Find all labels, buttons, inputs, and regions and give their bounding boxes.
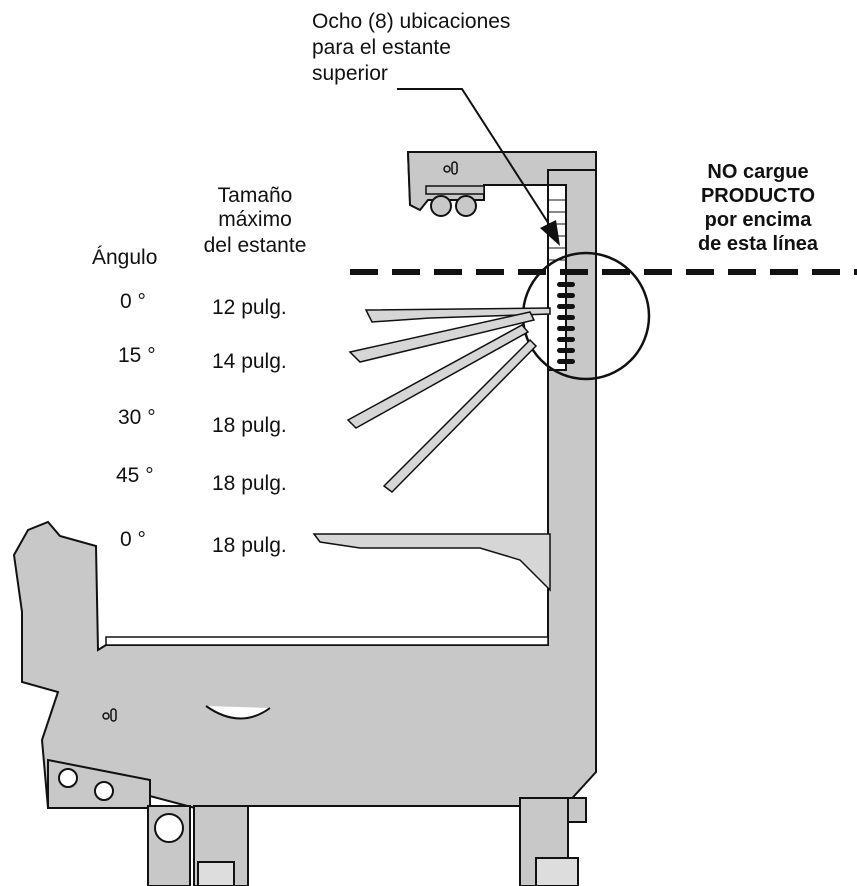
base-legs xyxy=(147,797,587,886)
fastener-marks xyxy=(102,161,458,722)
row-angle: 0 ° xyxy=(120,528,146,551)
size-header-line-2: máximo xyxy=(218,208,292,231)
callout-line-2: para el estante xyxy=(312,36,451,59)
case-floor xyxy=(105,636,549,720)
size-header-line-1: Tamaño xyxy=(217,184,293,207)
row-size: 18 pulg. xyxy=(212,414,287,437)
callout-line-1: Ocho (8) ubicaciones xyxy=(312,10,511,33)
callout-line-3: superior xyxy=(312,62,388,85)
shelf-slots xyxy=(557,282,575,364)
row-size: 12 pulg. xyxy=(212,296,287,319)
row-size: 18 pulg. xyxy=(212,472,287,495)
row-angle: 15 ° xyxy=(118,344,156,367)
callout-leader xyxy=(397,88,560,246)
warning-line-3: por encima xyxy=(704,209,812,231)
warning-line-4: de esta línea xyxy=(697,233,819,255)
canopy xyxy=(406,151,597,212)
shelf-upright xyxy=(547,184,567,371)
light-fixture xyxy=(425,185,485,217)
shelf-15 xyxy=(348,311,536,363)
row-angle: 30 ° xyxy=(118,406,156,429)
warning-line-1: NO cargue xyxy=(707,161,809,183)
row-size: 18 pulg. xyxy=(212,534,287,557)
shelf-0-top xyxy=(364,307,551,323)
shelf-0-bottom xyxy=(312,533,551,592)
shelves xyxy=(312,307,551,592)
shelf-30 xyxy=(346,324,530,429)
size-header-line-3: del estante xyxy=(203,234,307,257)
front-base xyxy=(47,758,151,809)
row-angle: 0 ° xyxy=(120,290,146,313)
row-size: 14 pulg. xyxy=(212,350,287,373)
angle-header: Ángulo xyxy=(92,246,158,269)
warning-line-2: PRODUCTO xyxy=(700,185,816,207)
row-angle: 45 ° xyxy=(116,464,154,487)
shelf-45 xyxy=(382,338,538,493)
